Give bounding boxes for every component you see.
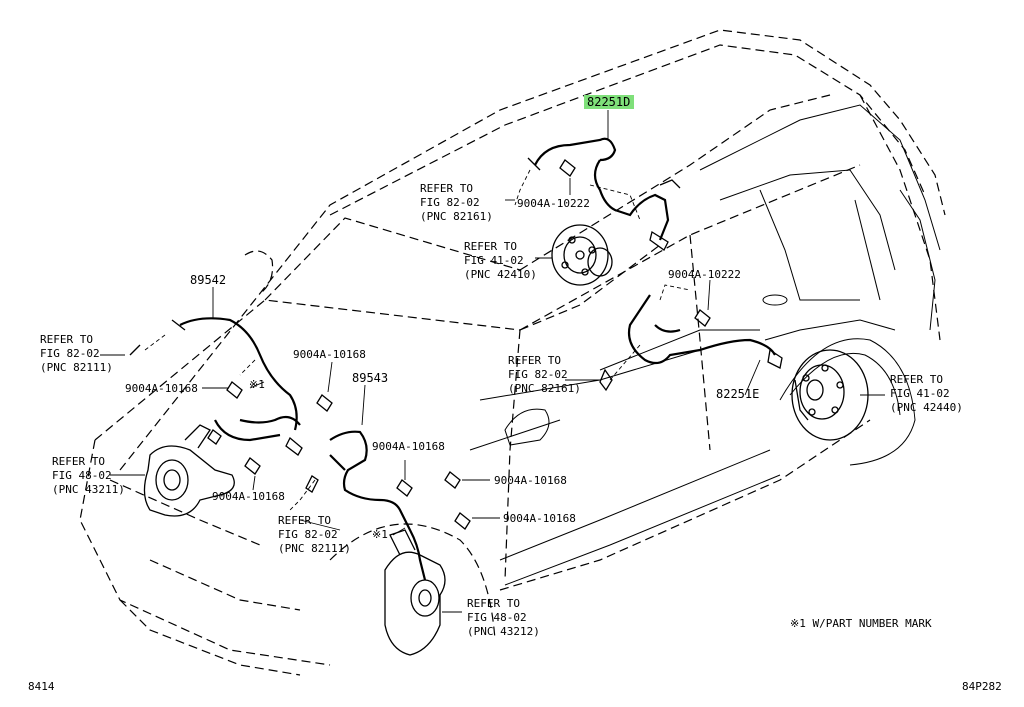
label-bolt-rear-mid[interactable]: 9004A-10222 (668, 268, 741, 281)
label-bolt-rear-upper[interactable]: 9004A-10222 (517, 197, 590, 210)
svg-text:FIG 48-02: FIG 48-02 (52, 469, 112, 482)
svg-text:(PNC 82111): (PNC 82111) (278, 542, 351, 555)
svg-text:FIG 82-02: FIG 82-02 (420, 196, 480, 209)
hood-line (94, 299, 521, 441)
label-bolt-front-d[interactable]: 9004A-10168 (372, 440, 445, 453)
svg-text:REFER TO: REFER TO (40, 333, 93, 346)
label-89543[interactable]: 89543 (352, 371, 388, 385)
svg-text:(PNC 42440): (PNC 42440) (890, 401, 963, 414)
leader-lines (100, 110, 885, 613)
svg-text:(PNC 43212): (PNC 43212) (467, 625, 540, 638)
ref-43212[interactable]: REFER TO FIG 48-02 (PNC 43212) (467, 597, 540, 638)
front-lower (119, 599, 301, 676)
ref-82111-left[interactable]: REFER TO FIG 82-02 (PNC 82111) (40, 333, 113, 374)
rear-pillar (859, 94, 941, 341)
label-bolt-front-b[interactable]: 9004A-10168 (125, 382, 198, 395)
headlamp (109, 479, 261, 546)
svg-text:(PNC 82111): (PNC 82111) (40, 361, 113, 374)
mark-1-lower: ※1 (372, 528, 388, 541)
svg-text:FIG 48-02: FIG 48-02 (467, 611, 527, 624)
label-89542[interactable]: 89542 (190, 273, 226, 287)
grille (149, 559, 301, 611)
svg-text:FIG 82-02: FIG 82-02 (278, 528, 338, 541)
label-bolt-front-a[interactable]: 9004A-10168 (293, 348, 366, 361)
ref-82111-mid[interactable]: REFER TO FIG 82-02 (PNC 82111) (278, 514, 351, 555)
label-bolt-front-f[interactable]: 9004A-10168 (503, 512, 576, 525)
vehicle-outline (79, 29, 946, 676)
front-rh-knuckle (143, 424, 235, 517)
label-82251d[interactable]: 82251D (587, 95, 630, 109)
front-lh-knuckle (384, 529, 446, 656)
hood-front (519, 244, 661, 331)
svg-text:REFER TO: REFER TO (52, 455, 105, 468)
svg-text:FIG 41-02: FIG 41-02 (890, 387, 950, 400)
label-bolt-front-c[interactable]: 9004A-10168 (212, 490, 285, 503)
footer-code-left: 8414 (28, 680, 55, 693)
label-bolt-front-e[interactable]: 9004A-10168 (494, 474, 567, 487)
rear-lh-hub (551, 224, 613, 286)
ref-42410[interactable]: REFER TO FIG 41-02 (PNC 42410) (464, 240, 537, 281)
ref-42440[interactable]: REFER TO FIG 41-02 (PNC 42440) (890, 373, 963, 414)
svg-text:REFER TO: REFER TO (467, 597, 520, 610)
svg-text:(PNC 42410): (PNC 42410) (464, 268, 537, 281)
roof-rail (329, 44, 926, 216)
harness-82251d (514, 137, 681, 251)
bolts (207, 159, 711, 530)
windshield-side (519, 94, 831, 271)
belt-line (519, 164, 861, 331)
svg-text:REFER TO: REFER TO (890, 373, 943, 386)
svg-text:FIG 41-02: FIG 41-02 (464, 254, 524, 267)
windshield-top (264, 217, 521, 301)
door-line-1 (504, 329, 521, 581)
svg-text:REFER TO: REFER TO (464, 240, 517, 253)
harness-89543 (289, 430, 427, 581)
svg-text:(PNC 43211): (PNC 43211) (52, 483, 125, 496)
ref-82161-upper[interactable]: REFER TO FIG 82-02 (PNC 82161) (420, 182, 493, 223)
rocker-line (499, 419, 871, 591)
svg-text:(PNC 82161): (PNC 82161) (420, 210, 493, 223)
fender-front (329, 523, 496, 641)
svg-text:REFER TO: REFER TO (278, 514, 331, 527)
label-82251e[interactable]: 82251E (716, 387, 759, 401)
roof-outline (119, 29, 946, 471)
svg-text:(PNC 82161): (PNC 82161) (508, 382, 581, 395)
svg-text:FIG 82-02: FIG 82-02 (40, 347, 100, 360)
footer-code-right: 84P282 (962, 680, 1002, 693)
harness-89542 (129, 317, 303, 456)
door-line-2 (689, 234, 711, 451)
ref-43211[interactable]: REFER TO FIG 48-02 (PNC 43211) (52, 455, 125, 496)
highlight-box (584, 95, 634, 109)
svg-text:REFER TO: REFER TO (508, 354, 561, 367)
ref-82161-mid[interactable]: REFER TO FIG 82-02 (PNC 82161) (508, 354, 581, 395)
harness-82251e (599, 284, 783, 392)
rear-rh-hub (791, 349, 869, 441)
svg-text:REFER TO: REFER TO (420, 182, 473, 195)
mirror-dash (244, 250, 274, 293)
mark-1-upper: ※1 (249, 378, 265, 391)
part-number-note: ※1 W/PART NUMBER MARK (790, 617, 932, 630)
svg-text:FIG 82-02: FIG 82-02 (508, 368, 568, 381)
